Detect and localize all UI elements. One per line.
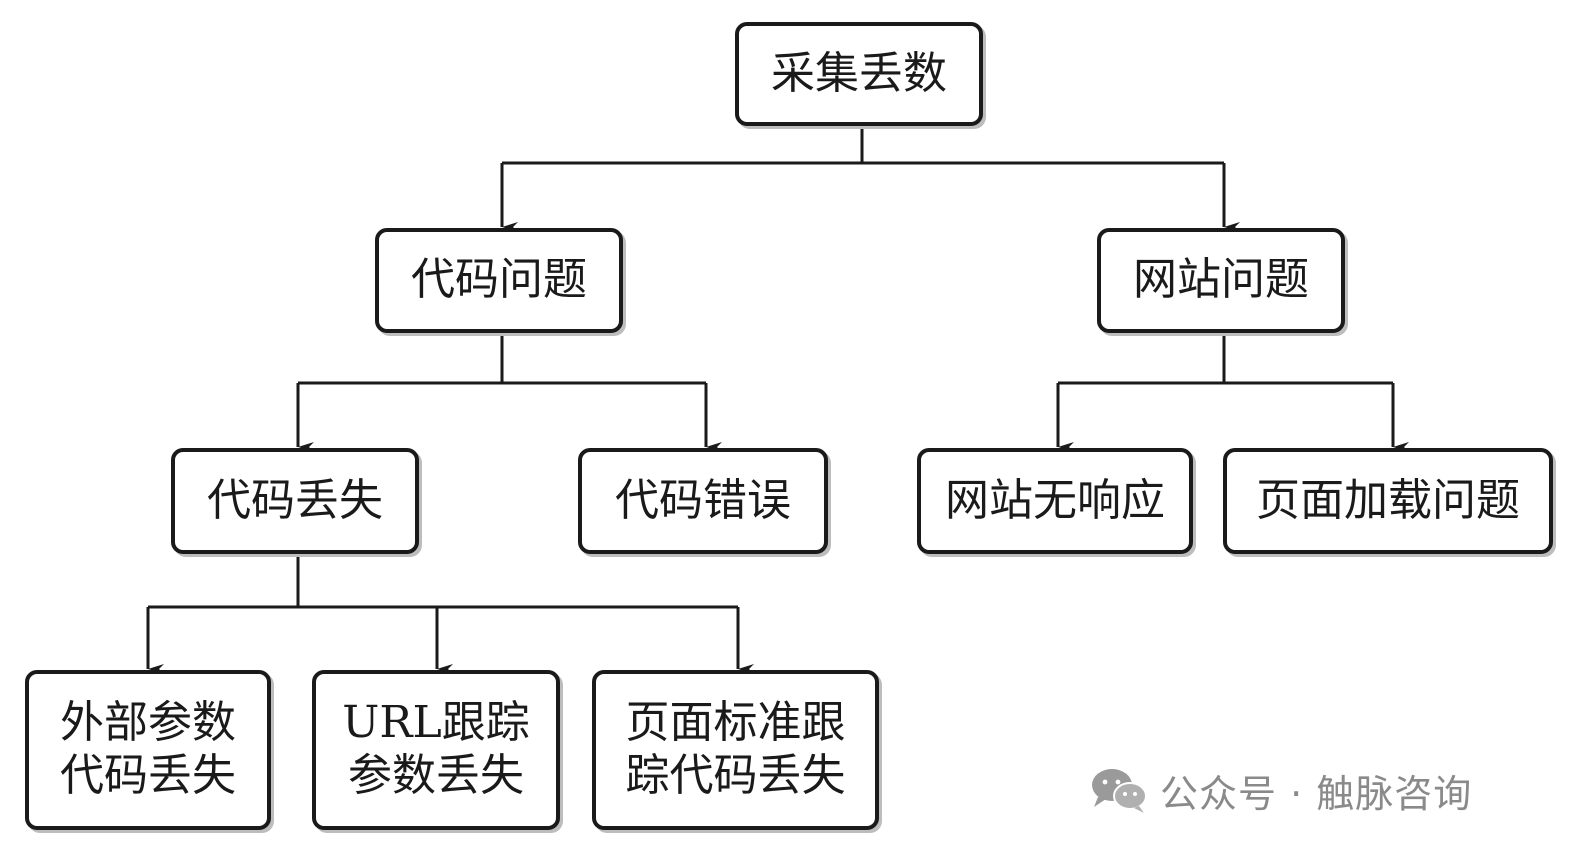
node-url-tracking: URL跟踪 参数丢失 [312, 670, 560, 830]
node-code-issue-label: 代码问题 [411, 254, 587, 306]
node-page-standard-tracking-line-2: 踪代码丢失 [625, 750, 846, 801]
node-data-loss: 采集丢数 [735, 22, 983, 126]
node-site-no-response: 网站无响应 [917, 448, 1193, 554]
node-url-tracking-line-2: 参数丢失 [348, 750, 524, 801]
node-url-tracking-line-1: URL跟踪 [342, 697, 530, 749]
node-page-loading-issue-label: 页面加载问题 [1256, 474, 1520, 526]
wechat-icon [1092, 769, 1147, 813]
node-page-loading-issue: 页面加载问题 [1223, 448, 1553, 554]
watermark: 公众号 · 触脉咨询 [1090, 762, 1472, 818]
node-code-error: 代码错误 [578, 448, 828, 554]
node-site-no-response-label: 网站无响应 [945, 474, 1165, 526]
node-code-issue: 代码问题 [375, 228, 623, 333]
node-code-missing-label: 代码丢失 [207, 474, 383, 526]
node-page-standard-tracking-line-1: 页面标准跟 [625, 697, 846, 749]
node-site-issue: 网站问题 [1097, 228, 1345, 333]
node-external-param-line-1: 外部参数 [60, 697, 236, 749]
node-code-missing: 代码丢失 [171, 448, 419, 554]
node-site-issue-label: 网站问题 [1133, 254, 1309, 306]
node-code-error-label: 代码错误 [615, 474, 791, 526]
node-external-param-line-2: 代码丢失 [60, 750, 236, 801]
watermark-text: 公众号 · 触脉咨询 [1160, 771, 1473, 816]
node-page-standard-tracking: 页面标准跟 踪代码丢失 [592, 670, 879, 830]
node-external-param: 外部参数 代码丢失 [25, 670, 271, 830]
node-data-loss-label: 采集丢数 [771, 47, 947, 99]
